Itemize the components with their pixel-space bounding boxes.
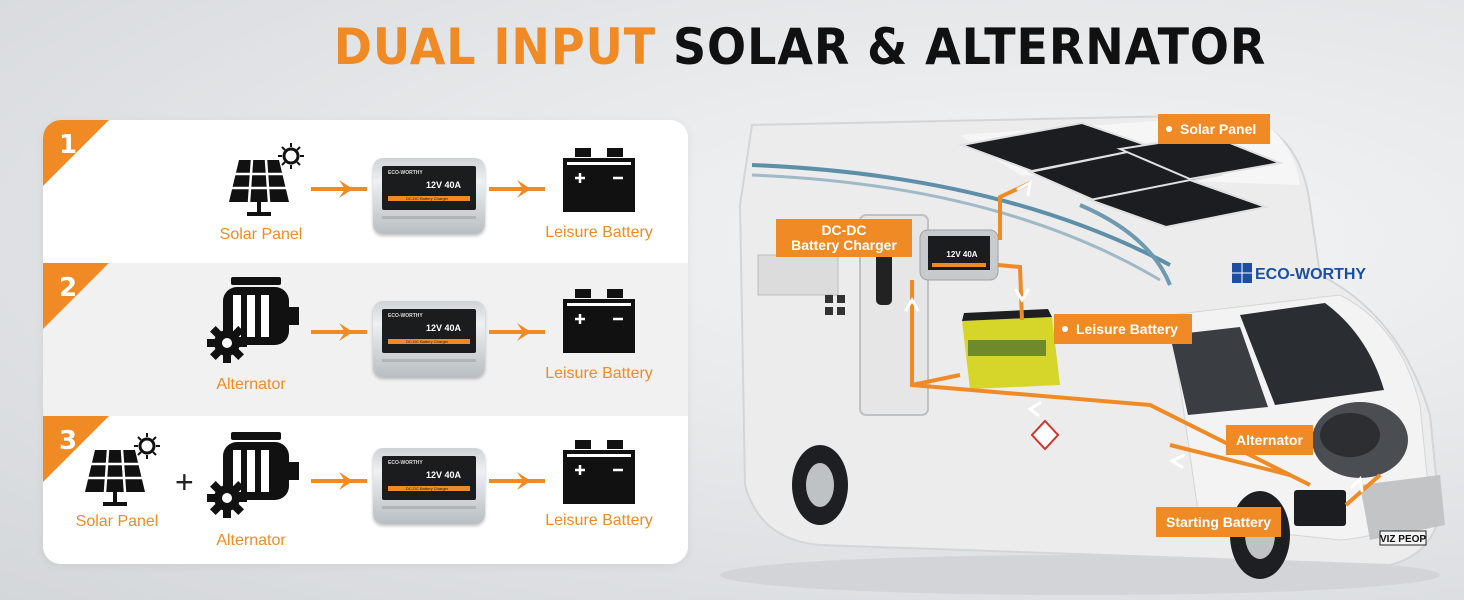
badge-1-icon — [43, 120, 109, 186]
plus-sign: + — [175, 464, 194, 500]
callout-solar-panel: Solar Panel — [1158, 114, 1271, 144]
headline-main: SOLAR & ALTERNATOR — [673, 18, 1267, 76]
battery-icon — [563, 289, 635, 353]
badge-3-icon — [43, 416, 109, 482]
headline: DUAL INPUT SOLAR & ALTERNATOR — [64, 18, 1464, 76]
alternator-label: Alternator — [216, 376, 286, 393]
headline-accent: DUAL INPUT — [333, 18, 657, 76]
callout-leisure-battery: Leisure Battery — [1054, 314, 1192, 344]
chevron-arrow-icon — [311, 180, 367, 198]
badge-number: 2 — [59, 273, 78, 303]
badge-number: 1 — [59, 130, 78, 160]
chevron-arrow-icon — [311, 323, 367, 341]
solar-panel-icon — [229, 143, 304, 216]
callout-starting-battery: Starting Battery — [1156, 507, 1282, 537]
brand-logo: ECO-WORTHY — [1255, 266, 1366, 283]
solar-panel-icon — [85, 433, 160, 506]
chevron-arrow-icon — [489, 472, 545, 490]
battery-icon — [563, 148, 635, 212]
solar-panel-label: Solar Panel — [75, 513, 159, 530]
roof-solar-panels — [958, 121, 1284, 229]
callout-dcdc-charger: DC-DC Battery Charger — [776, 219, 912, 257]
chevron-arrow-icon — [311, 472, 367, 490]
solar-panel-label: Solar Panel — [219, 226, 303, 243]
leisure-battery-label: Leisure Battery — [545, 224, 653, 241]
license-plate: VIZ PEOP — [1380, 534, 1426, 545]
chevron-arrow-icon — [489, 323, 545, 341]
alternator-icon — [207, 432, 299, 518]
leisure-battery-label: Leisure Battery — [545, 365, 653, 382]
leisure-battery-label: Leisure Battery — [545, 512, 653, 529]
badge-number: 3 — [59, 426, 78, 456]
alternator-icon — [207, 277, 299, 363]
row-solar-alternator: 3 Solar Panel + — [43, 416, 688, 564]
callout-alternator: Alternator — [1226, 425, 1313, 455]
badge-2-icon — [43, 263, 109, 329]
battery-icon — [563, 440, 635, 504]
scene-charger-model: 12V 40A — [946, 250, 977, 259]
motorhome-scene: VIZ PEOP 12V 40A — [700, 85, 1464, 600]
alternator-label: Alternator — [216, 532, 286, 549]
chevron-arrow-icon — [489, 180, 545, 198]
